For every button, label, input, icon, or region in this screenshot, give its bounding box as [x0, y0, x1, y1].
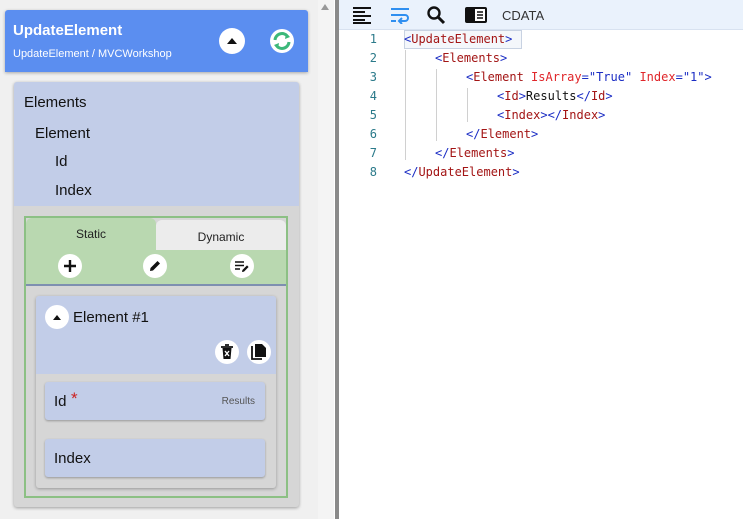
- toolbar-divider: [26, 284, 286, 286]
- code-tag: Id: [590, 89, 606, 103]
- mode-panel: Static Dynamic Element: [24, 216, 288, 498]
- tab-static[interactable]: Static: [26, 218, 156, 250]
- code-value: "1": [682, 70, 705, 84]
- tree-item-element[interactable]: Element: [35, 125, 91, 142]
- code-tag: Id: [504, 89, 519, 103]
- field-id-value: Results: [221, 396, 255, 407]
- panel-breadcrumb: UpdateElement / MVCWorkshop: [13, 48, 172, 60]
- code-tag: Element: [473, 70, 524, 84]
- element-tree: Elements Element Id Index: [14, 82, 299, 206]
- edit-list-icon: [235, 261, 249, 272]
- indent-guide: [436, 69, 437, 141]
- refresh-button[interactable]: [269, 28, 295, 54]
- plus-icon: [64, 260, 76, 272]
- tab-dynamic[interactable]: Dynamic: [156, 220, 286, 250]
- code-line-7: 7 </Elements>: [339, 144, 743, 163]
- code-attr: IsArray: [531, 70, 582, 84]
- element-item-title: Element #1: [73, 309, 149, 326]
- word-wrap-icon: [391, 8, 409, 24]
- panel-splitter[interactable]: [335, 0, 339, 519]
- edit-button[interactable]: [143, 254, 167, 278]
- field-id[interactable]: Id * Results: [45, 382, 265, 420]
- static-toolbar: [26, 250, 286, 284]
- line-number: 2: [369, 51, 377, 65]
- delete-element-button[interactable]: [215, 340, 239, 364]
- code-line-4: 4 <Id>Results</Id>: [339, 87, 743, 106]
- copy-element-button[interactable]: [247, 340, 271, 364]
- code-tag: Index: [562, 108, 599, 122]
- refresh-icon: [270, 29, 294, 53]
- left-panel: UpdateElement UpdateElement / MVCWorksho…: [0, 0, 318, 519]
- code-tag: Elements: [449, 146, 508, 160]
- tree-item-elements[interactable]: Elements: [24, 94, 87, 111]
- add-button[interactable]: [58, 254, 82, 278]
- cdata-button[interactable]: CDATA: [502, 8, 545, 23]
- field-index[interactable]: Index: [45, 439, 265, 477]
- panel-header: UpdateElement UpdateElement / MVCWorksho…: [5, 10, 308, 72]
- tree-item-id[interactable]: Id: [55, 153, 68, 170]
- element-item-header: Element #1: [36, 296, 276, 374]
- pencil-icon: [150, 261, 160, 271]
- code-value: "True": [588, 70, 633, 84]
- element-item-card: Element #1 Id * Results Index: [36, 296, 276, 488]
- code-line-3: 3 <Element IsArray="True" Index="1">: [339, 68, 743, 87]
- line-number: 4: [369, 89, 377, 103]
- align-left-icon: [353, 7, 371, 24]
- word-wrap-button[interactable]: [389, 4, 411, 26]
- line-number: 7: [369, 146, 377, 160]
- code-line-2: 2 <Elements>: [339, 49, 743, 68]
- code-line-8: 8 </UpdateElement>: [339, 163, 743, 182]
- field-index-label: Index: [54, 450, 91, 467]
- code-attr: Index: [639, 70, 676, 84]
- current-line-highlight: [404, 30, 522, 49]
- line-number: 5: [369, 108, 377, 122]
- code-line-5: 5 <Index></Index>: [339, 106, 743, 125]
- trash-icon: [221, 344, 233, 359]
- element-editor-card: Elements Element Id Index Static Dynamic: [14, 82, 299, 507]
- panel-title: UpdateElement: [13, 22, 123, 39]
- tree-item-index[interactable]: Index: [55, 182, 92, 199]
- indent-guide: [405, 50, 406, 160]
- code-tag: UpdateElement: [411, 32, 506, 46]
- required-mark: *: [71, 389, 78, 408]
- line-number: 1: [369, 32, 377, 46]
- collapse-button[interactable]: [219, 28, 245, 54]
- code-tag: Index: [504, 108, 541, 122]
- xml-editor: CDATA 1 <UpdateElement> 2 <Elements> 3 <…: [339, 0, 743, 519]
- element-collapse-button[interactable]: [45, 305, 69, 329]
- code-line-6: 6 </Element>: [339, 125, 743, 144]
- indent-guide: [467, 88, 468, 122]
- search-icon: [427, 6, 446, 25]
- field-id-label: Id: [54, 393, 67, 410]
- copy-icon: [251, 344, 266, 360]
- code-line-1: 1 <UpdateElement>: [339, 30, 743, 49]
- panel-icon: [465, 7, 487, 23]
- scroll-up-icon[interactable]: [321, 4, 329, 10]
- chevron-up-icon: [53, 314, 61, 320]
- line-number: 3: [369, 70, 377, 84]
- line-number: 8: [369, 165, 377, 179]
- line-number: 6: [369, 127, 377, 141]
- editor-toolbar: CDATA: [339, 0, 743, 30]
- align-button[interactable]: [351, 4, 373, 26]
- chevron-up-icon: [227, 38, 237, 44]
- code-tag: UpdateElement: [418, 165, 513, 179]
- left-scrollbar[interactable]: [318, 0, 334, 519]
- edit-list-button[interactable]: [230, 254, 254, 278]
- code-text: Results: [525, 89, 577, 103]
- code-tag: Elements: [442, 51, 501, 65]
- code-tag: Element: [480, 127, 532, 141]
- search-button[interactable]: [425, 4, 447, 26]
- panel-toggle-button[interactable]: [463, 4, 489, 26]
